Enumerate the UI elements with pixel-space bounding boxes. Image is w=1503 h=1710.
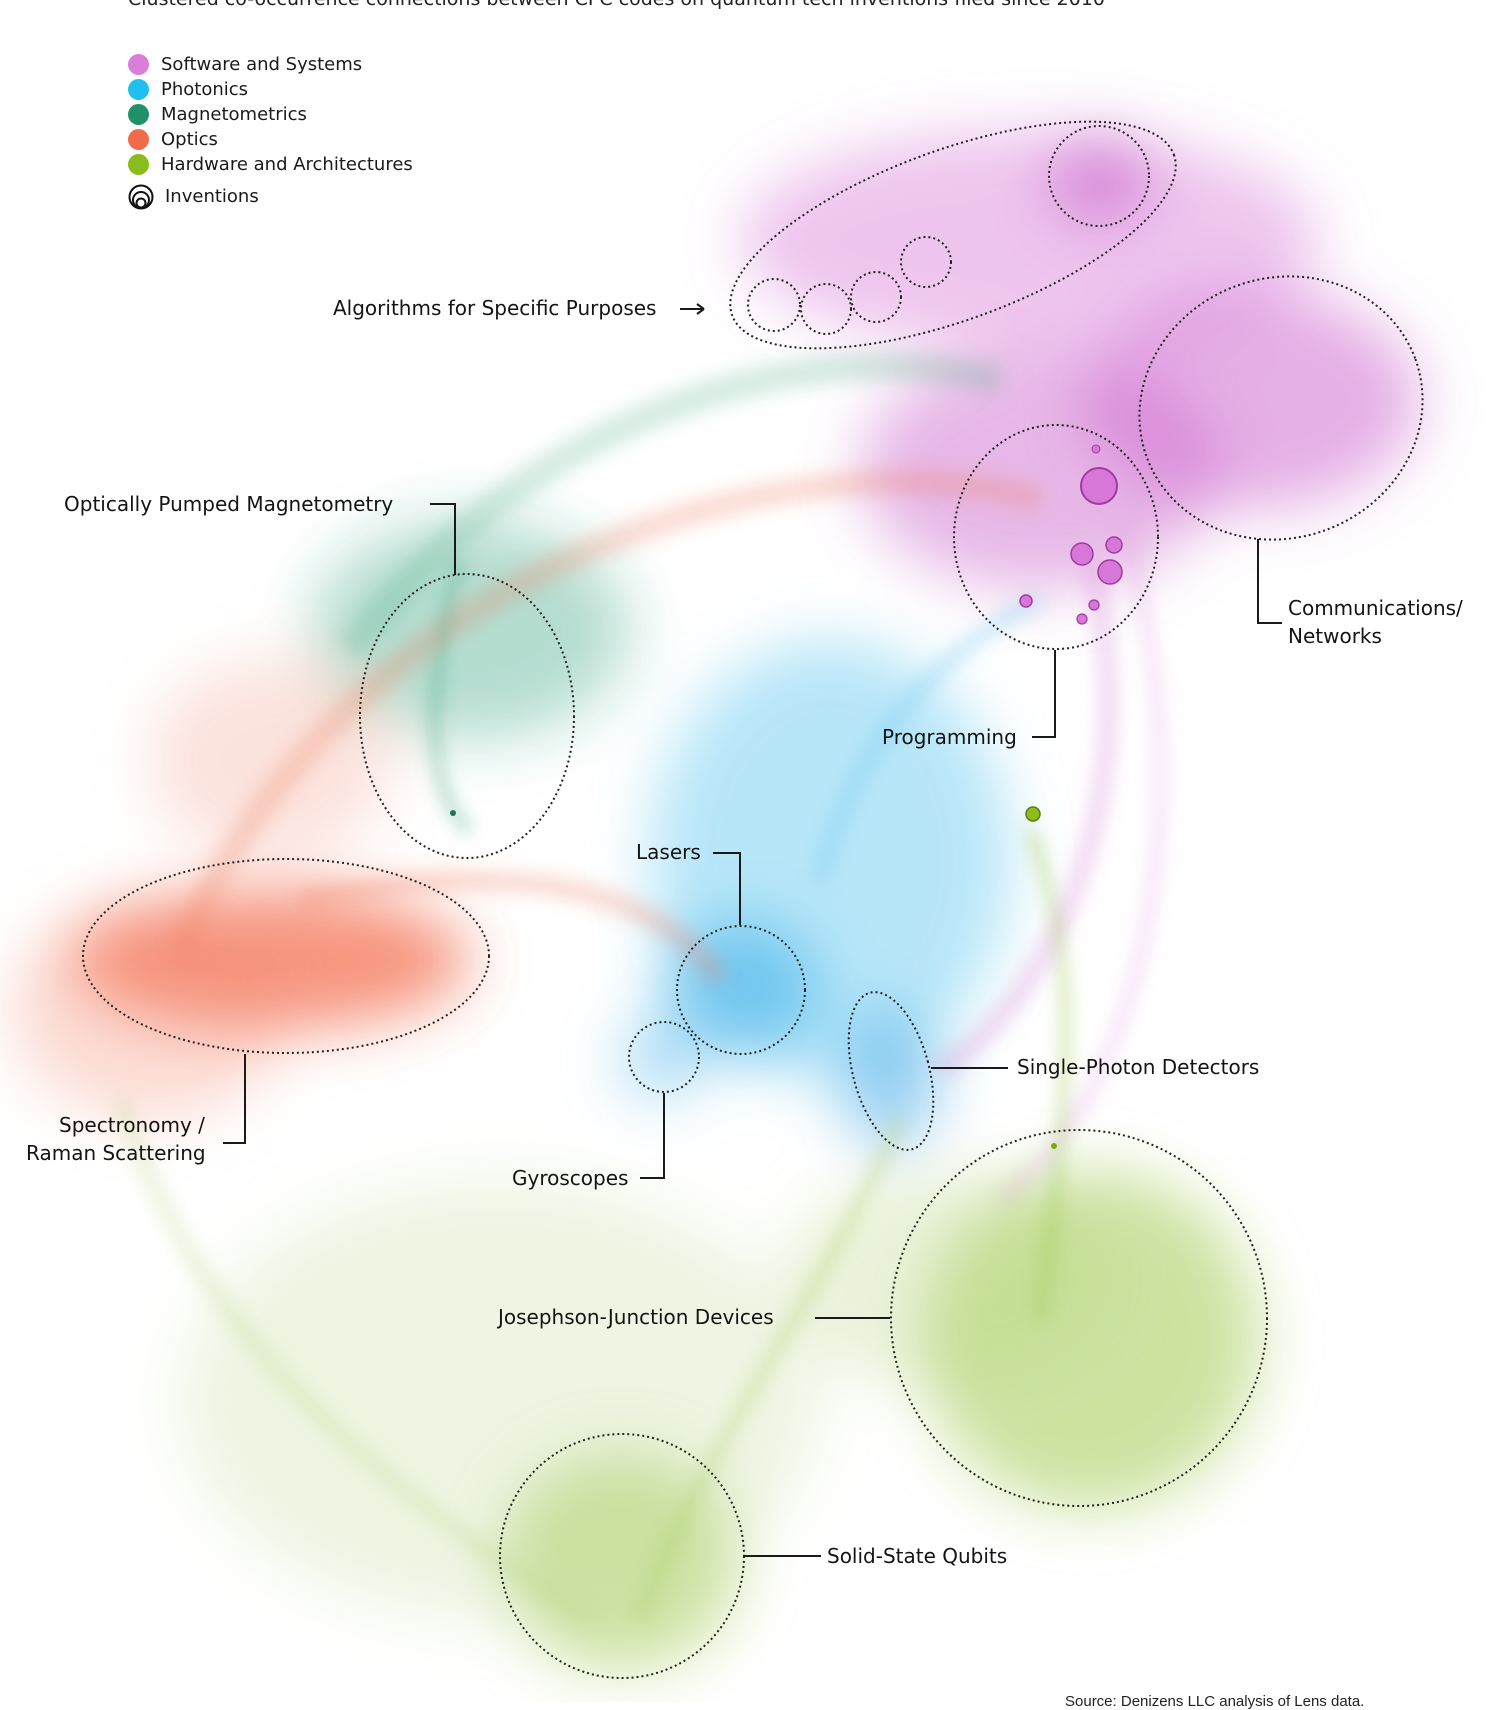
outline-algorithms-e xyxy=(747,278,801,332)
legend-item-software: Software and Systems xyxy=(128,52,413,77)
label-algorithms: Algorithms for Specific Purposes xyxy=(333,296,657,320)
legend-item-photonics: Photonics xyxy=(128,77,413,102)
label-spectronomy-line1: Spectronomy / xyxy=(59,1113,205,1137)
arc-photonics-up xyxy=(810,591,1045,883)
outline-lasers xyxy=(676,925,806,1055)
legend-label-inventions: Inventions xyxy=(165,186,259,207)
label-magnetometry: Optically Pumped Magnetometry xyxy=(64,492,394,516)
outline-solid-state xyxy=(499,1433,745,1679)
legend-swatch-photonics xyxy=(128,79,149,100)
cluster-regions xyxy=(10,130,1420,1670)
node-programming-small-b xyxy=(1088,599,1100,611)
leader-spectronomy xyxy=(223,1054,246,1144)
legend-swatch-magnetometrics xyxy=(128,104,149,125)
node-programming-small-c xyxy=(1076,613,1088,625)
arc-optics-to-software xyxy=(168,468,1044,956)
connection-arcs xyxy=(111,351,1168,1628)
node-magnetometrics xyxy=(450,810,456,816)
label-spectronomy-line2: Raman Scattering xyxy=(26,1141,206,1165)
optics-cluster-left xyxy=(10,900,290,1120)
node-programming-mid-b xyxy=(1097,559,1123,585)
label-solid-state: Solid-State Qubits xyxy=(827,1544,1008,1568)
outline-josephson xyxy=(890,1129,1268,1507)
leader-gyroscopes xyxy=(640,1093,665,1179)
leader-programming xyxy=(1032,650,1056,738)
leader-communications xyxy=(1257,539,1282,624)
chart-subtitle: Clustered co-occurrence connections betw… xyxy=(128,0,1105,10)
legend-label: Optics xyxy=(161,129,218,150)
node-programming-small-d xyxy=(1091,444,1101,454)
arc-magnetometrics-to-software xyxy=(337,351,1004,659)
outline-algorithms-a xyxy=(1048,125,1150,227)
leader-magnetometry xyxy=(430,503,456,575)
outline-algorithms-b xyxy=(900,236,952,288)
arc-solid-state-left xyxy=(111,1097,595,1628)
legend-item-optics: Optics xyxy=(128,127,413,152)
label-programming: Programming xyxy=(882,725,1017,749)
legend-label: Magnetometrics xyxy=(161,104,307,125)
outline-spectronomy xyxy=(82,858,490,1054)
node-programming-mid-a xyxy=(1070,542,1094,566)
legend-item-magnetometrics: Magnetometrics xyxy=(128,102,413,127)
arc-optics-to-photonics xyxy=(297,869,730,987)
arc-hardware-up xyxy=(1024,827,1072,1321)
outline-magnetometry xyxy=(359,573,575,859)
arc-solid-state-center xyxy=(633,1117,907,1623)
legend-item-hardware: Hardware and Architectures xyxy=(128,152,413,177)
invention-nodes xyxy=(450,444,1123,1149)
legend-swatch-hardware xyxy=(128,154,149,175)
photonics-cluster-gyro xyxy=(620,1020,700,1100)
photonics-cluster-detectors xyxy=(840,1010,940,1150)
outline-single-photon xyxy=(847,991,935,1151)
node-hardware-small xyxy=(1051,1143,1057,1149)
leader-lasers xyxy=(713,852,741,925)
label-lasers: Lasers xyxy=(636,840,701,864)
inventions-size-icon xyxy=(128,184,154,209)
leader-lines xyxy=(223,303,1282,1557)
legend-label: Photonics xyxy=(161,79,249,100)
leader-algorithms-arrowhead xyxy=(696,303,705,315)
hardware-cluster-wide xyxy=(180,1180,820,1620)
cluster-outlines xyxy=(82,120,1424,1679)
label-communications-line2: Networks xyxy=(1288,624,1382,648)
label-josephson: Josephson-Junction Devices xyxy=(498,1305,774,1329)
outline-gyroscopes xyxy=(628,1021,700,1093)
arc-magnetometrics-down xyxy=(427,558,475,836)
software-cluster-top-knot xyxy=(1050,135,1150,225)
legend-swatch-software xyxy=(128,54,149,75)
outline-communications xyxy=(1138,275,1424,541)
arc-software-to-hardware xyxy=(934,557,1119,1080)
legend: Software and Systems Photonics Magnetome… xyxy=(128,52,413,209)
legend-label: Hardware and Architectures xyxy=(161,154,413,175)
software-cluster-top xyxy=(740,130,1320,350)
label-single-photon: Single-Photon Detectors xyxy=(1017,1055,1260,1079)
node-hardware xyxy=(1025,806,1041,822)
node-programming-mid-c xyxy=(1105,536,1123,554)
outline-programming xyxy=(953,424,1159,650)
legend-item-inventions: Inventions xyxy=(128,184,413,209)
outline-algorithms-c xyxy=(850,271,902,323)
label-gyroscopes: Gyroscopes xyxy=(512,1166,629,1190)
hardware-cluster-mid xyxy=(780,1170,1120,1390)
node-programming-large xyxy=(1080,467,1118,505)
node-programming-small-a xyxy=(1019,594,1033,608)
label-communications-line1: Communications/ xyxy=(1288,596,1463,620)
outline-algorithms xyxy=(729,120,1177,350)
legend-label: Software and Systems xyxy=(161,54,363,75)
legend-swatch-optics xyxy=(128,129,149,150)
outline-algorithms-d xyxy=(800,283,852,335)
